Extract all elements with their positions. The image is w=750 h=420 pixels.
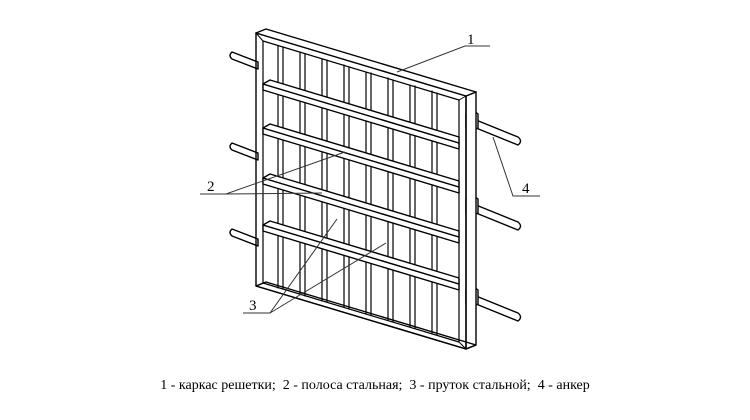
frame-bottom — [255, 281, 477, 350]
leader-2 — [200, 151, 346, 195]
callout-4: 4 — [522, 181, 530, 197]
frame-right-side — [465, 91, 477, 350]
frame-top — [255, 28, 477, 97]
callout-2: 2 — [207, 179, 215, 195]
callout-3: 3 — [249, 298, 257, 314]
leader-4 — [492, 136, 540, 197]
leader-3 — [243, 218, 387, 314]
leader-1 — [396, 45, 490, 73]
horizontal-strips — [262, 79, 460, 291]
figure-caption: 1 - каркас решетки; 2 - полоса стальная;… — [160, 378, 590, 393]
callout-1: 1 — [467, 32, 475, 48]
left-anchors — [229, 51, 259, 247]
